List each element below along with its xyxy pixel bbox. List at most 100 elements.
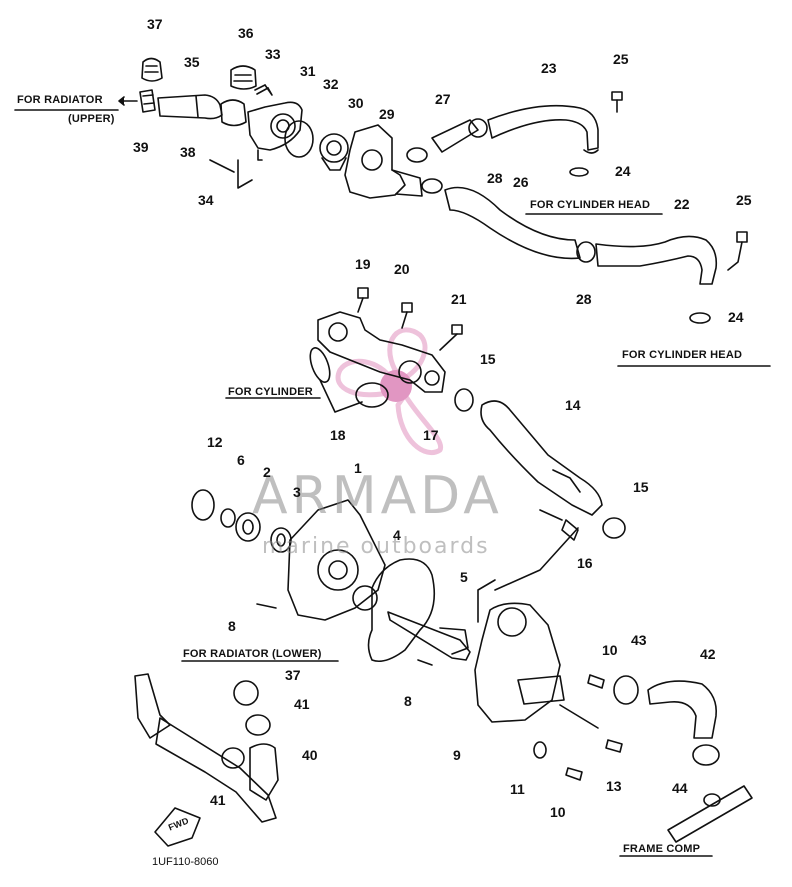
part-number-3: 3 <box>293 484 301 500</box>
bolt-21 <box>451 324 463 335</box>
o-ring-12 <box>191 489 215 521</box>
part-number-23: 23 <box>541 60 557 76</box>
part-number-14: 14 <box>565 397 581 413</box>
part-number-2: 2 <box>263 464 271 480</box>
upper-outlet-assembly <box>14 57 771 367</box>
bolt-19 <box>357 287 369 299</box>
part-number-15-upper: 15 <box>480 351 496 367</box>
pipe-22 <box>595 235 718 285</box>
pin-8-b <box>417 659 433 666</box>
clamp-37-lower <box>233 680 259 706</box>
joint-pipe-upper <box>317 311 446 393</box>
o-ring-15-upper <box>454 388 474 412</box>
part-number-25-upper: 25 <box>613 51 629 67</box>
diagram-code: 1UF110-8060 <box>152 856 219 868</box>
clamp-38 <box>220 99 247 127</box>
bolt-10-a <box>587 674 605 689</box>
caption-frame-comp: FRAME COMP <box>623 843 701 855</box>
watermark-tagline: marine outboards <box>262 534 490 559</box>
part-number-24-lower: 24 <box>728 309 744 325</box>
pin-8-a <box>256 603 277 609</box>
part-number-38: 38 <box>180 144 196 160</box>
bolt-10-b <box>565 767 583 781</box>
part-number-31: 31 <box>300 63 316 79</box>
pipe-40 <box>249 743 279 801</box>
bolt-25-upper <box>611 91 623 101</box>
part-number-25-lower: 25 <box>736 192 752 208</box>
o-ring-18-b <box>355 382 389 408</box>
bolt-16 <box>561 519 579 541</box>
part-number-41-lower: 41 <box>210 792 226 808</box>
clamp-44 <box>692 744 720 766</box>
part-number-17: 17 <box>423 427 439 443</box>
bolt-20 <box>401 302 413 313</box>
part-number-42: 42 <box>700 646 716 662</box>
clamp-28-a <box>406 147 428 163</box>
thermostat-30 <box>319 133 349 171</box>
part-number-13: 13 <box>606 778 622 794</box>
o-ring-18-a <box>309 347 331 383</box>
part-number-32: 32 <box>323 76 339 92</box>
part-number-28-upper: 28 <box>487 170 503 186</box>
part-number-40: 40 <box>302 747 318 763</box>
part-number-29: 29 <box>379 106 395 122</box>
caption-for-cylinder-head-2: FOR CYLINDER HEAD <box>622 349 743 361</box>
part-number-30: 30 <box>348 95 364 111</box>
bolt-13 <box>605 739 623 753</box>
part-number-12: 12 <box>207 434 223 450</box>
pipe-23 <box>487 104 599 151</box>
part-number-21: 21 <box>451 291 467 307</box>
part-number-10-upper: 10 <box>602 642 618 658</box>
part-number-37: 37 <box>147 16 163 32</box>
part-number-33: 33 <box>265 46 281 62</box>
clamp-36 <box>230 65 257 90</box>
o-ring-32 <box>284 120 314 158</box>
caption-for-radiator-lower: FOR RADIATOR (LOWER) <box>183 648 322 660</box>
bearing-2 <box>235 512 261 542</box>
caption-for-radiator-upper: FOR RADIATOR <box>17 94 103 106</box>
hose-42 <box>647 680 718 739</box>
hose-27 <box>431 119 479 153</box>
part-number-1: 1 <box>354 460 362 476</box>
part-number-8-left: 8 <box>228 618 236 634</box>
part-number-26: 26 <box>513 174 529 190</box>
part-number-16: 16 <box>577 555 593 571</box>
impeller-shaft-5 <box>387 611 471 661</box>
hose-35 <box>157 94 223 120</box>
caption-for-cylinder: FOR CYLINDER <box>228 386 313 398</box>
part-number-27: 27 <box>435 91 451 107</box>
o-ring-15-lower <box>602 517 626 539</box>
clamp-43 <box>613 675 639 705</box>
o-ring-24-upper <box>569 167 589 177</box>
seal-6 <box>220 508 236 528</box>
pump-cover-9 <box>474 602 565 723</box>
part-number-37-lower: 37 <box>285 667 301 683</box>
part-number-43: 43 <box>631 632 647 648</box>
part-number-36: 36 <box>238 25 254 41</box>
clamp-28-b <box>468 118 488 138</box>
part-number-22: 22 <box>674 196 690 212</box>
hose-14 <box>480 400 603 516</box>
clamp-41-a <box>245 714 271 736</box>
part-number-39: 39 <box>133 139 149 155</box>
part-number-9: 9 <box>453 747 461 763</box>
clamp-28-c <box>421 178 443 194</box>
outlet-housing-31 <box>247 101 303 161</box>
part-number-44: 44 <box>672 780 688 796</box>
o-ring-24-lower <box>689 312 711 324</box>
part-number-10-lower: 10 <box>550 804 566 820</box>
bolt-34 <box>209 159 235 173</box>
bolt-25-lower <box>736 231 748 243</box>
pump-housing-1 <box>287 499 386 621</box>
cylinder-joint-assembly <box>309 287 626 591</box>
part-number-6: 6 <box>237 452 245 468</box>
part-number-11: 11 <box>510 781 525 797</box>
radiator-pipe-lower <box>134 673 171 739</box>
part-number-34: 34 <box>198 192 214 208</box>
fwd-arrow-shape <box>154 807 201 847</box>
bolt-33 <box>254 84 269 95</box>
clamp-37-upper <box>141 57 163 82</box>
frame-comp <box>667 785 753 843</box>
